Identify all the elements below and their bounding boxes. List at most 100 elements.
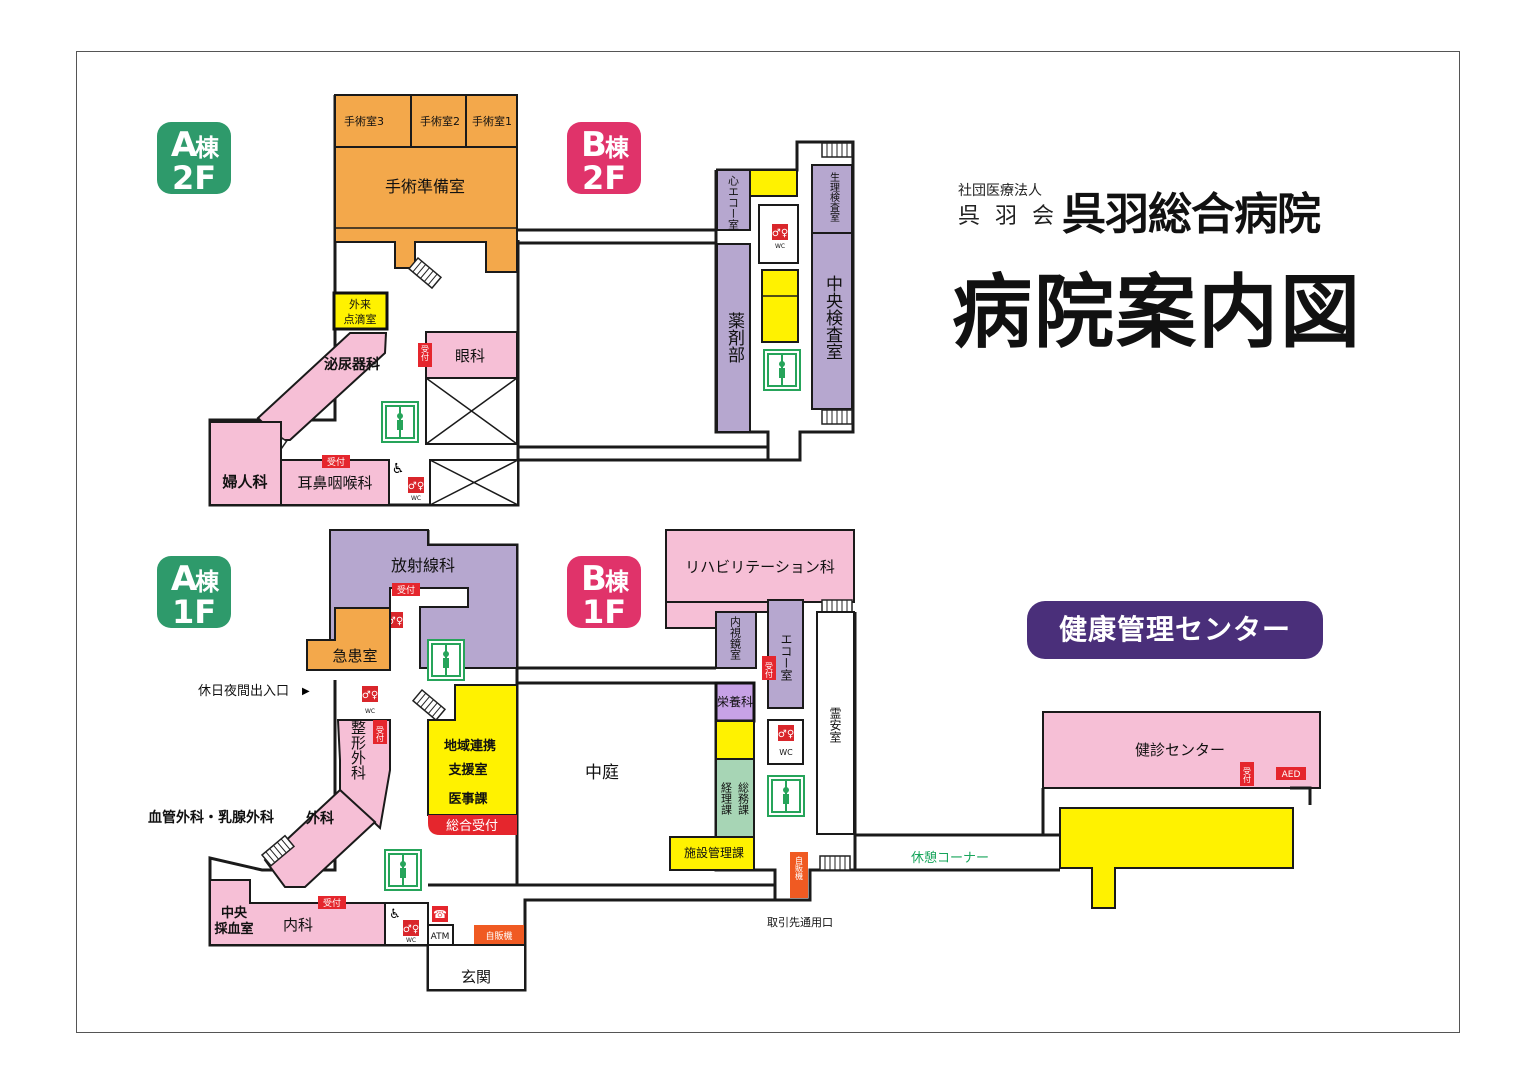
- wc-icon: [777, 725, 795, 741]
- svg-text:栄養科: 栄養科: [717, 694, 753, 709]
- svg-text:エコー室: エコー室: [779, 633, 793, 681]
- svg-text:総合受付: 総合受付: [446, 819, 498, 834]
- svg-text:外来: 外来: [349, 298, 371, 311]
- health-center-banner: 健康管理センター: [1027, 601, 1323, 659]
- svg-text:薬剤部: 薬剤部: [724, 312, 745, 363]
- stairs-icon: [408, 257, 442, 289]
- svg-text:経理課: 経理課: [720, 782, 733, 815]
- map-title: 病院案内図: [952, 266, 1362, 359]
- medical-affairs-label: 医事課: [448, 791, 488, 807]
- reception-tag: [322, 455, 350, 468]
- wheelchair-icon: ♿: [389, 907, 401, 922]
- stairs-icon: [819, 855, 851, 871]
- vending-machine: [474, 925, 524, 945]
- svg-text:受付: 受付: [376, 725, 385, 743]
- reception-tag: [418, 343, 432, 367]
- reception-tag: [373, 720, 387, 744]
- badge-a1f: A棟 1F: [157, 556, 231, 628]
- map-frame: [76, 51, 1460, 1033]
- phone-icon: [432, 906, 448, 922]
- ophthalmology-label: 眼科: [455, 347, 485, 365]
- urology-label: 泌尿器科: [324, 356, 380, 373]
- aed-sign: [1276, 767, 1306, 780]
- gynecology-label: 婦人科: [221, 473, 267, 491]
- corp-name: 呉 羽 会: [958, 204, 1058, 229]
- echo-room: [767, 599, 804, 709]
- echo-heart-room: [716, 169, 751, 231]
- rehabilitation-room: [665, 529, 855, 603]
- morgue-room: [816, 611, 855, 835]
- surgery-room: [263, 788, 377, 888]
- stairs-icon: [821, 142, 853, 158]
- svg-text:WC: WC: [406, 937, 416, 944]
- reception-tag: [762, 656, 776, 680]
- svg-text:自販機: 自販機: [795, 855, 804, 881]
- orthopedics-room: [336, 719, 391, 831]
- gynecology-room: [209, 421, 282, 506]
- svg-text:WC: WC: [411, 495, 421, 502]
- svg-text:受付: 受付: [397, 584, 415, 596]
- svg-text:中央検査室: 中央検査室: [822, 275, 843, 360]
- svg-text:受付: 受付: [421, 344, 430, 362]
- svg-text:心エコー室: 心エコー室: [727, 175, 740, 230]
- central-lab-room: [811, 232, 853, 410]
- pharmacy-room: [716, 243, 751, 433]
- emergency-label: 急患室: [332, 647, 377, 665]
- svg-text:自販機: 自販機: [485, 930, 512, 942]
- reception-tag: [392, 583, 420, 596]
- wheelchair-icon: ♿: [392, 461, 405, 477]
- hospital-name: 呉羽総合病院: [1062, 189, 1321, 240]
- accounting-affairs-room: [715, 758, 755, 838]
- checkup-center-label: 健診センター: [1135, 741, 1225, 759]
- rehabilitation-label: リハビリテーション科: [685, 558, 835, 576]
- svg-text:WC: WC: [775, 243, 785, 250]
- svg-text:総務課: 総務課: [737, 781, 750, 815]
- svg-text:生理検査室: 生理検査室: [828, 171, 840, 222]
- svg-text:整形外科: 整形外科: [349, 720, 367, 780]
- or3-label: 手術室3: [344, 114, 384, 128]
- internal-medicine-label: 内科: [283, 916, 313, 934]
- or1-label: 手術室1: [472, 114, 512, 128]
- stairs-icon: [821, 409, 853, 425]
- arrow-right-icon: ▶: [302, 686, 310, 697]
- corp-type: 社団医療法人: [958, 183, 1042, 199]
- svg-text:AED: AED: [1282, 770, 1301, 780]
- rest-corner-label: 休憩コーナー: [911, 850, 989, 866]
- endoscopy-room: [715, 611, 757, 669]
- wc-icon: [771, 224, 789, 240]
- svg-text:☎: ☎: [433, 908, 447, 921]
- reception-tag: [318, 896, 346, 909]
- general-reception: [428, 815, 517, 835]
- badge-a2f: A棟 2F: [157, 122, 231, 194]
- stairs-icon: [412, 689, 446, 721]
- svg-text:施設管理課: 施設管理課: [684, 845, 744, 860]
- svg-text:受付: 受付: [327, 456, 345, 468]
- svg-text:中央: 中央: [221, 905, 248, 921]
- badge-b2f: B棟 2F: [567, 122, 641, 194]
- ent-label: 耳鼻咽喉科: [297, 474, 372, 492]
- svg-text:採血室: 採血室: [214, 921, 253, 937]
- elevator-icon: [767, 775, 805, 817]
- checkup-yellow-area: [1059, 807, 1294, 909]
- entrance-label: 玄関: [461, 968, 491, 986]
- atm-label: ATM: [431, 932, 450, 942]
- svg-text:支援室: 支援室: [447, 762, 487, 778]
- physio-lab-room: [811, 164, 853, 234]
- badge-b1f: B棟 1F: [567, 556, 641, 628]
- courtyard-label: 中庭: [585, 763, 619, 783]
- svg-text:地域連携: 地域連携: [444, 738, 496, 754]
- supplier-entrance-label: 取引先通用口: [767, 915, 833, 929]
- svg-text:点滴室: 点滴室: [344, 312, 377, 326]
- svg-text:受付: 受付: [1243, 766, 1252, 784]
- vascular-surgery-label: 血管外科・乳腺外科: [148, 809, 274, 826]
- svg-text:WC: WC: [365, 708, 375, 715]
- elevator-icon: [384, 849, 422, 891]
- outpatient-drip-room: [332, 291, 389, 331]
- svg-text:内視鏡室: 内視鏡室: [729, 615, 742, 660]
- svg-text:WC: WC: [779, 748, 793, 757]
- elevator-icon: [763, 349, 801, 391]
- op-prep-label: 手術準備室: [385, 177, 465, 196]
- svg-text:受付: 受付: [765, 661, 774, 679]
- radiology-label: 放射線科: [391, 556, 455, 575]
